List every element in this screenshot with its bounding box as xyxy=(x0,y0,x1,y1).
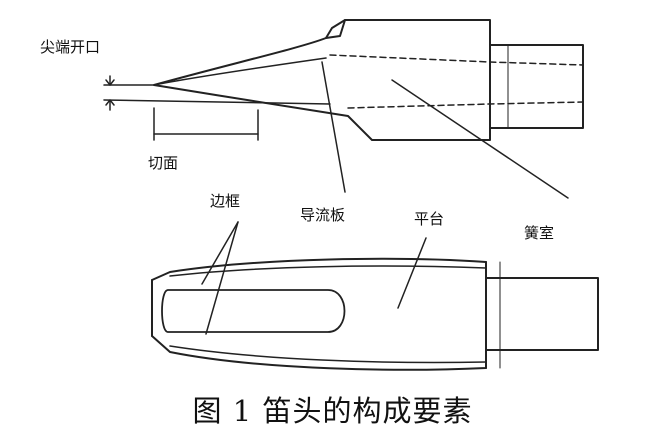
baffle-leader xyxy=(321,61,346,193)
rails-leader-2 xyxy=(205,221,239,335)
rails-leader-1 xyxy=(201,221,239,285)
mouthpiece-table-view xyxy=(151,257,599,371)
tip-opening-dimension xyxy=(105,75,115,111)
label-rails: 边框 xyxy=(210,192,241,210)
facing-bracket xyxy=(153,107,259,141)
figure-title: 笛头的构成要素 xyxy=(262,394,473,428)
label-table: 平台 xyxy=(414,210,445,228)
mouthpiece-side-view xyxy=(103,19,584,141)
label-baffle: 导流板 xyxy=(300,206,346,224)
chamber-leader xyxy=(391,79,569,199)
figure-number: 图 1 xyxy=(192,394,253,428)
label-facing: 切面 xyxy=(148,154,179,172)
label-chamber: 簧室 xyxy=(524,224,555,242)
label-tip-opening: 尖端开口 xyxy=(40,38,101,56)
table-leader xyxy=(397,237,427,309)
figure-caption: 图 1 笛头的构成要素 xyxy=(0,388,665,430)
